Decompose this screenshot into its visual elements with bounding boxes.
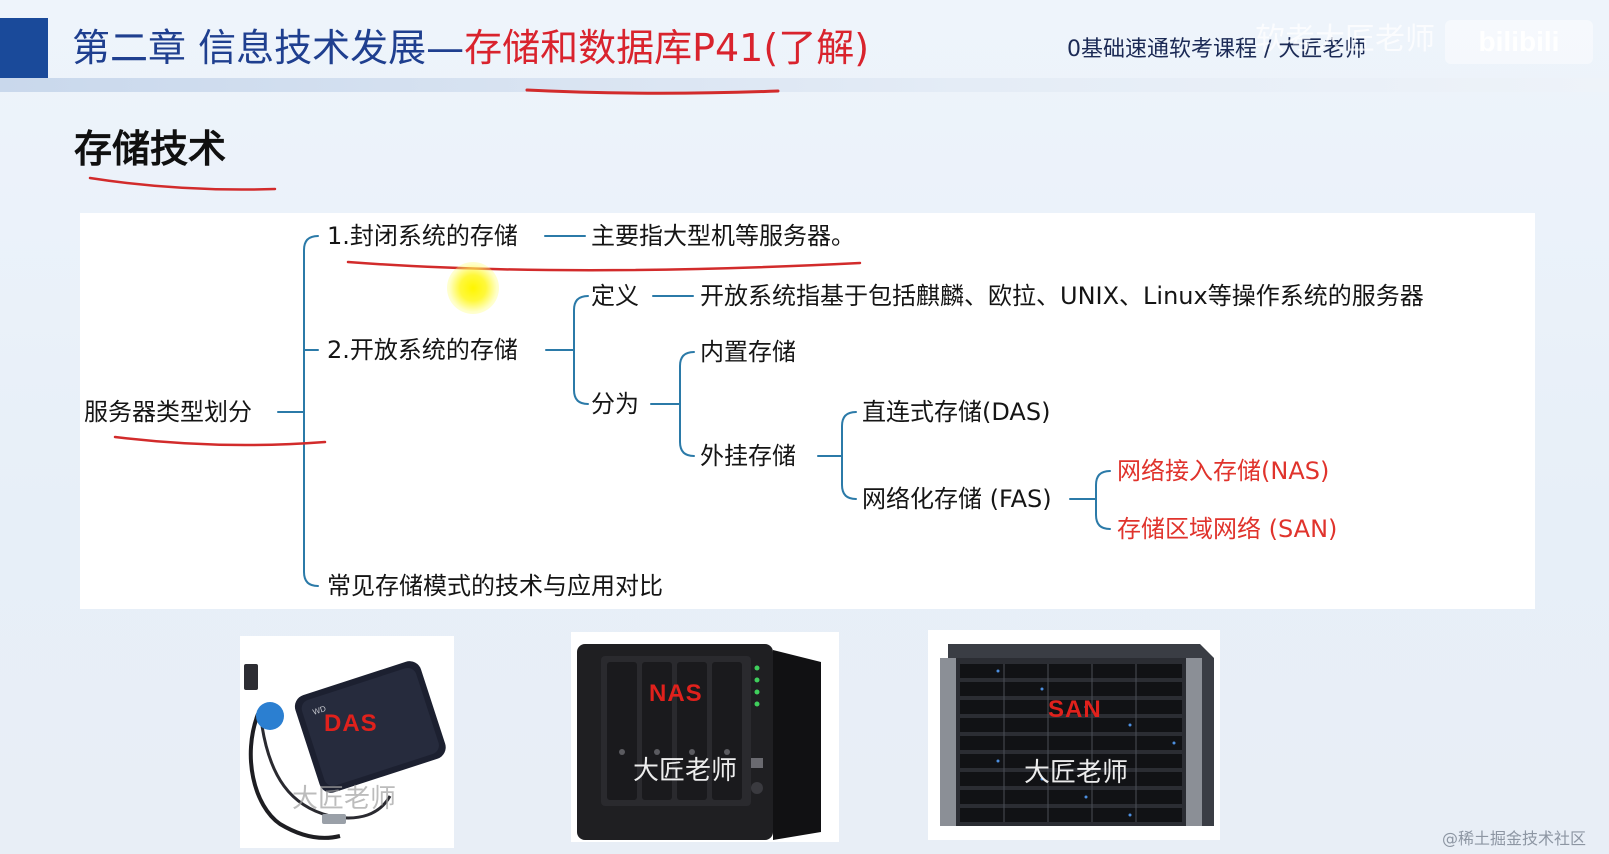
nas-label: NAS bbox=[649, 680, 703, 707]
title-annotation-underline bbox=[525, 88, 780, 95]
tree-internal-storage: 内置存储 bbox=[700, 338, 796, 366]
das-watermark: 大匠老师 bbox=[292, 784, 397, 814]
tree-root: 服务器类型划分 bbox=[84, 398, 252, 426]
top-watermark: 软考大匠老师 bbox=[1255, 22, 1435, 57]
tree-closed-storage-desc: 主要指大型机等服务器。 bbox=[591, 222, 855, 250]
tree-nas: 网络接入存储(NAS) bbox=[1117, 457, 1330, 485]
tree-das: 直连式存储(DAS) bbox=[862, 398, 1051, 426]
san-rack-illustration bbox=[928, 630, 1220, 840]
bilibili-logo-icon: bilibili bbox=[1445, 20, 1593, 64]
das-label: DAS bbox=[324, 710, 378, 737]
page-title: 第二章 信息技术发展—存储和数据库P41(了解) bbox=[72, 26, 869, 70]
course-name: 0基础速通软考课程 / 大匠老师 bbox=[1067, 37, 1367, 62]
pointer-highlight bbox=[447, 262, 499, 314]
section-title: 存储技术 bbox=[74, 127, 227, 171]
title-highlight: 存储和数据库P41(了解) bbox=[464, 26, 870, 70]
tree-fas: 网络化存储 (FAS) bbox=[862, 485, 1052, 513]
nas-watermark: 大匠老师 bbox=[633, 756, 738, 786]
san-label: SAN bbox=[1048, 696, 1102, 723]
san-device-image: SAN 大匠老师 bbox=[928, 630, 1220, 840]
nas-device-image: NAS 大匠老师 bbox=[571, 632, 839, 842]
header-accent-block bbox=[0, 18, 48, 80]
san-watermark: 大匠老师 bbox=[1024, 758, 1129, 788]
tree-closed-storage: 1.封闭系统的存储 bbox=[327, 222, 518, 250]
tree-definition-text: 开放系统指基于包括麒麟、欧拉、UNIX、Linux等操作系统的服务器 bbox=[700, 282, 1424, 310]
svg-text:WD: WD bbox=[312, 704, 328, 717]
tree-open-storage: 2.开放系统的存储 bbox=[327, 336, 518, 364]
tree-external-storage: 外挂存储 bbox=[700, 442, 796, 470]
das-drive-illustration: WD bbox=[240, 636, 454, 848]
tree-definition-label: 定义 bbox=[591, 282, 639, 310]
nas-enclosure-illustration bbox=[571, 632, 839, 842]
tree-divided-label: 分为 bbox=[591, 390, 639, 418]
das-device-image: WD DAS 大匠老师 bbox=[240, 636, 454, 848]
header-bar bbox=[0, 78, 1609, 92]
source-credit: @稀土掘金技术社区 bbox=[1442, 829, 1587, 848]
tree-comparison: 常见存储模式的技术与应用对比 bbox=[327, 572, 663, 600]
tree-panel bbox=[80, 213, 1535, 609]
tree-san: 存储区域网络 (SAN) bbox=[1117, 515, 1338, 543]
title-main: 第二章 信息技术发展— bbox=[72, 26, 465, 70]
